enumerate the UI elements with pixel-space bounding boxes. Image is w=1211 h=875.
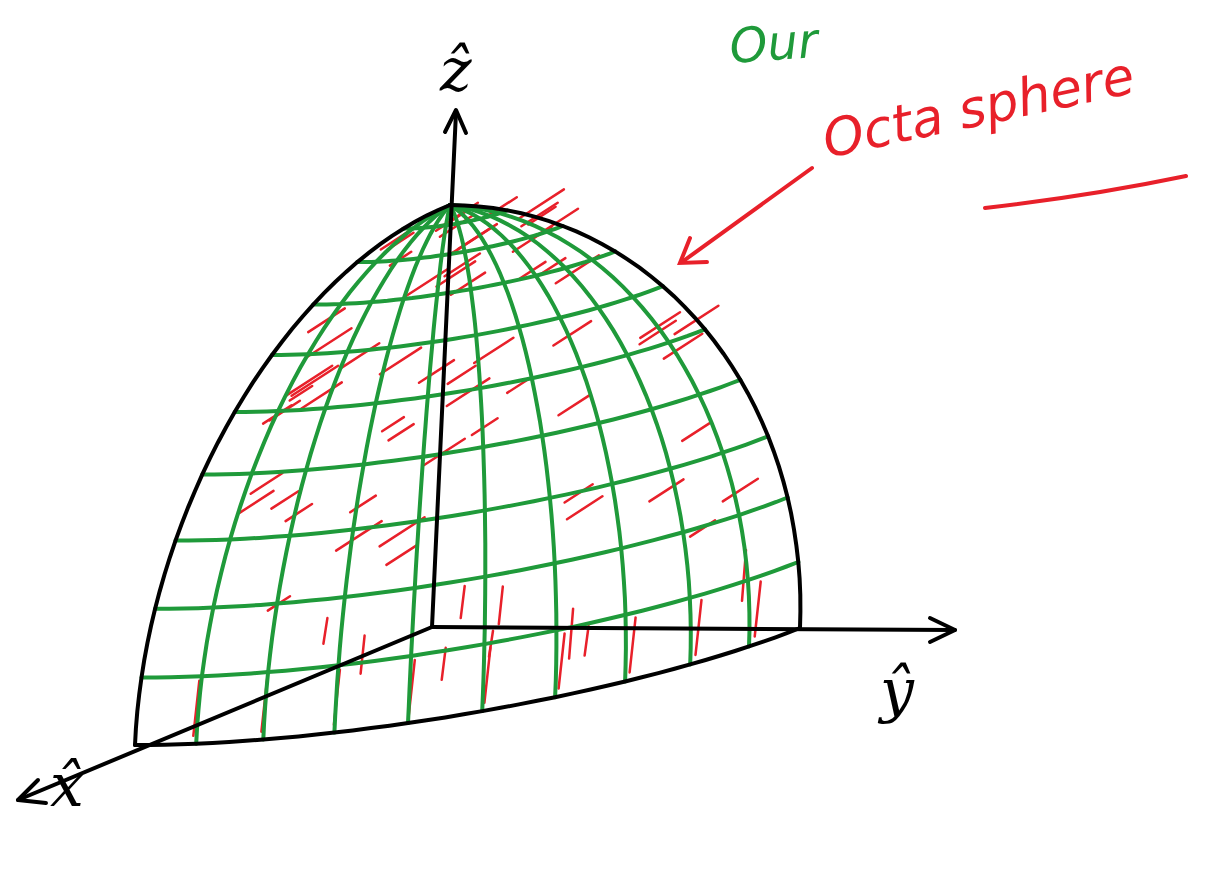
annotation-text: Our	[728, 16, 819, 70]
hatch-stroke	[569, 609, 573, 659]
hatch-stroke	[323, 618, 327, 644]
hatch-stroke	[472, 418, 498, 435]
parallel-line	[155, 498, 788, 609]
parallel-line	[357, 226, 563, 262]
hatch-stroke	[389, 424, 414, 440]
outline-xz	[135, 205, 450, 745]
hatch-stroke	[630, 617, 636, 672]
hatch-stroke	[419, 360, 454, 383]
z-axis	[432, 112, 456, 627]
hatch-stroke	[350, 496, 376, 513]
axis-label: ŷ	[880, 660, 914, 720]
axis-label: x̂	[50, 755, 84, 815]
hatch-stroke	[640, 312, 680, 338]
y-arrowhead	[930, 618, 955, 642]
meridian-line	[408, 205, 450, 723]
hatch-stroke	[559, 395, 590, 415]
x-arrowhead	[18, 780, 46, 803]
axes	[18, 110, 955, 803]
hatch-stroke	[461, 586, 465, 618]
hatch-stroke	[286, 504, 312, 521]
red-hatching	[193, 189, 760, 735]
parallel-line	[235, 329, 705, 412]
meridian-line	[450, 205, 485, 711]
underline	[985, 176, 1186, 208]
meridian-line	[450, 205, 691, 664]
hatch-stroke	[499, 587, 503, 625]
y-axis	[432, 627, 955, 630]
sphere-outline	[135, 205, 800, 745]
hatch-stroke	[567, 496, 602, 519]
z-arrowhead	[445, 110, 466, 133]
hatch-stroke	[308, 308, 345, 332]
hatch-stroke	[386, 545, 416, 565]
hatch-stroke	[271, 491, 298, 508]
hatch-stroke	[290, 386, 313, 401]
hatch-stroke	[300, 382, 342, 409]
outline-yz	[450, 205, 800, 628]
outline-equator	[135, 628, 800, 745]
parallel-line	[176, 436, 769, 540]
parallel-line	[272, 286, 663, 355]
hatch-stroke	[448, 366, 476, 384]
hatch-stroke	[559, 634, 565, 689]
meridian-line	[450, 205, 750, 646]
annotation-text: Octa sphere	[818, 49, 1139, 166]
pointer-arrow	[680, 168, 1186, 263]
hatch-stroke	[585, 626, 589, 656]
hatch-stroke	[682, 423, 709, 441]
parallel-line	[202, 380, 740, 475]
hatch-stroke	[251, 473, 283, 493]
hatch-stroke	[723, 479, 758, 502]
axis-label: ẑ	[440, 40, 472, 100]
hatch-stroke	[382, 417, 404, 431]
